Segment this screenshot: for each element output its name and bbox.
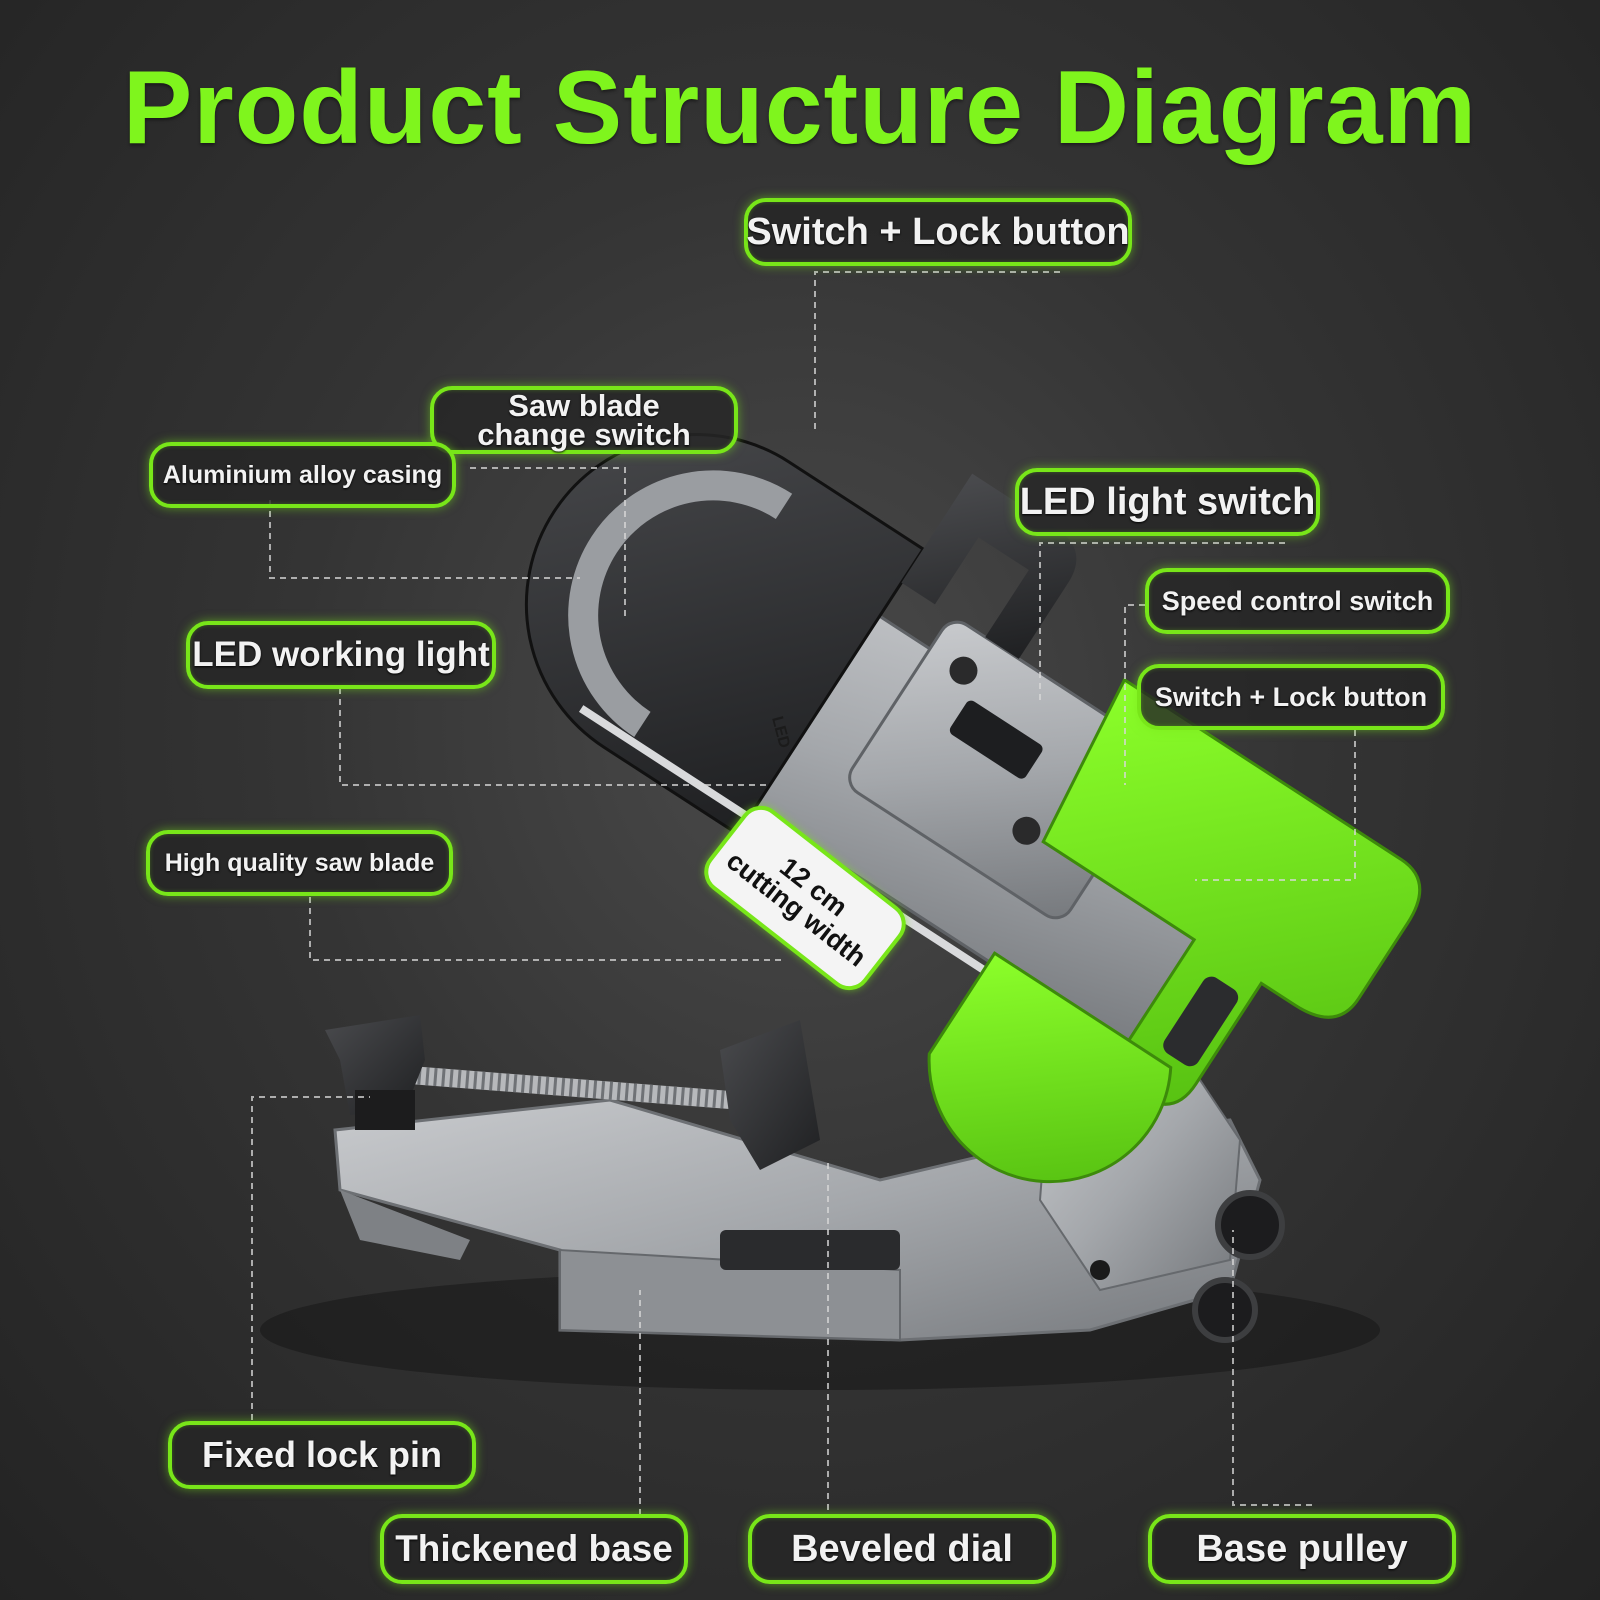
vise-jaw xyxy=(720,1020,820,1170)
callout-high-quality-saw-blade: High quality saw blade xyxy=(146,830,453,896)
callout-saw-blade-change-switch: Saw blade change switch xyxy=(430,386,738,454)
leader-base-pulley xyxy=(1232,1230,1312,1506)
leader-switch-lock-top xyxy=(814,271,1060,430)
base-feet-left xyxy=(340,1190,470,1260)
callout-beveled-dial: Beveled dial xyxy=(748,1514,1056,1584)
callout-thickened-base: Thickened base xyxy=(380,1514,688,1584)
leader-led-light-switch xyxy=(1039,542,1285,700)
leader-fixed-lock-pin xyxy=(251,1096,370,1420)
callout-fixed-lock-pin: Fixed lock pin xyxy=(168,1421,476,1489)
callout-led-light-switch: LED light switch xyxy=(1015,468,1320,536)
leader-switch-lock-right xyxy=(1195,730,1356,881)
leader-saw-blade xyxy=(309,897,785,961)
base-slot xyxy=(720,1230,900,1270)
callout-base-pulley: Base pulley xyxy=(1148,1514,1456,1584)
callout-switch-lock-right: Switch + Lock button xyxy=(1137,664,1445,730)
saw-blade-change-line2: change switch xyxy=(477,417,691,452)
leader-saw-blade-change xyxy=(470,467,626,620)
leader-led-working-light xyxy=(339,688,770,786)
leader-aluminium-casing xyxy=(269,500,580,579)
page-title: Product Structure Diagram xyxy=(122,50,1478,166)
right-wheel-housing xyxy=(927,951,1173,1184)
callout-speed-control-switch: Speed control switch xyxy=(1145,568,1450,634)
saw-head xyxy=(524,433,1422,1184)
callout-led-working-light: LED working light xyxy=(186,621,496,689)
saw-blade-change-line1: Saw blade xyxy=(508,387,660,423)
callout-switch-lock-top: Switch + Lock button xyxy=(744,198,1132,266)
callout-aluminium-casing: Aluminium alloy casing xyxy=(149,442,456,508)
